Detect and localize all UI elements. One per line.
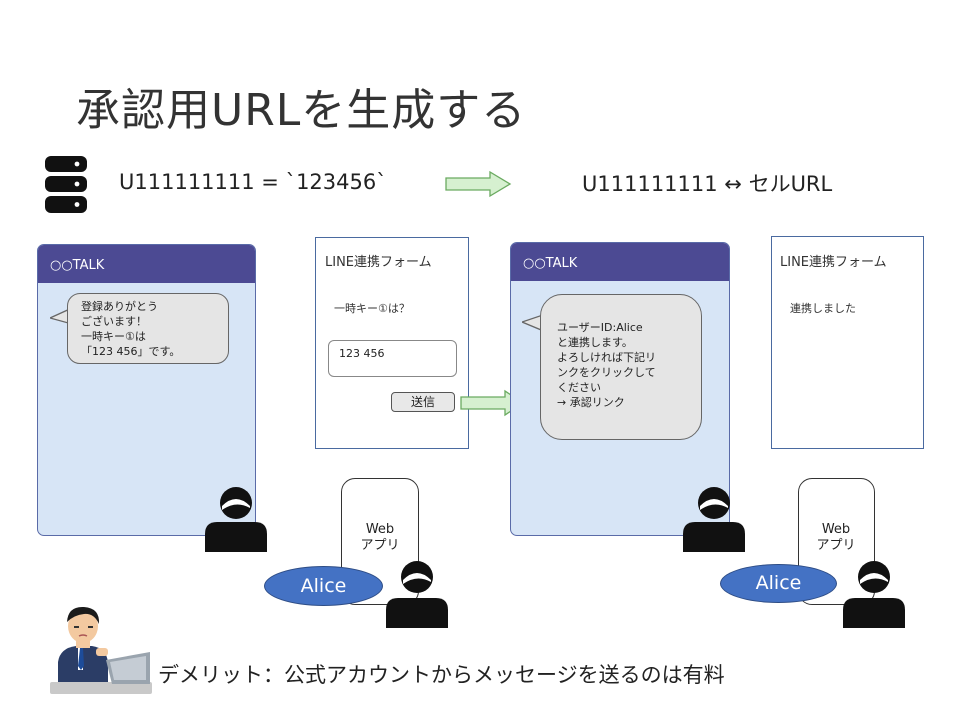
form-title: LINE連携フォーム	[325, 255, 432, 270]
footer-note: デメリット：公式アカウントからメッセージを送るのは有料	[158, 663, 725, 687]
chat-header: ○○TALK	[511, 243, 729, 281]
db-equation: U111111111 = `123456`	[119, 170, 387, 194]
chat-window-left: ○○TALK	[37, 244, 256, 536]
submit-button[interactable]: 送信	[391, 392, 455, 412]
page-title: 承認用URLを生成する	[76, 85, 527, 136]
alice-ellipse: Alice	[720, 564, 837, 603]
alice-ellipse: Alice	[264, 566, 383, 606]
db-result: U111111111 ↔ セルURL	[582, 172, 833, 196]
businessman-laptop-icon	[50, 606, 152, 694]
web-app-label: Web アプリ	[816, 522, 856, 553]
chat-bubble-left: 登録ありがとう ございます！ 一時キー①は 「123 456」です。	[67, 293, 229, 364]
database-icon	[45, 156, 87, 213]
user-icon	[205, 487, 267, 552]
user-icon	[683, 487, 745, 552]
temp-key-input[interactable]: 123 456	[328, 340, 457, 377]
web-app-label: Web アプリ	[360, 522, 400, 553]
form-question: 一時キー①は？	[334, 302, 410, 315]
chat-bubble-right: ユーザーID:Alice と連携します。 よろしければ下記リ ンクをクリックして…	[540, 294, 702, 440]
user-icon	[843, 561, 905, 628]
line-link-form-right	[771, 236, 924, 449]
form-result: 連携しました	[790, 302, 856, 315]
user-icon	[386, 561, 448, 628]
chat-header: ○○TALK	[38, 245, 255, 283]
right-arrow-icon	[445, 170, 512, 198]
form-title: LINE連携フォーム	[780, 255, 887, 270]
